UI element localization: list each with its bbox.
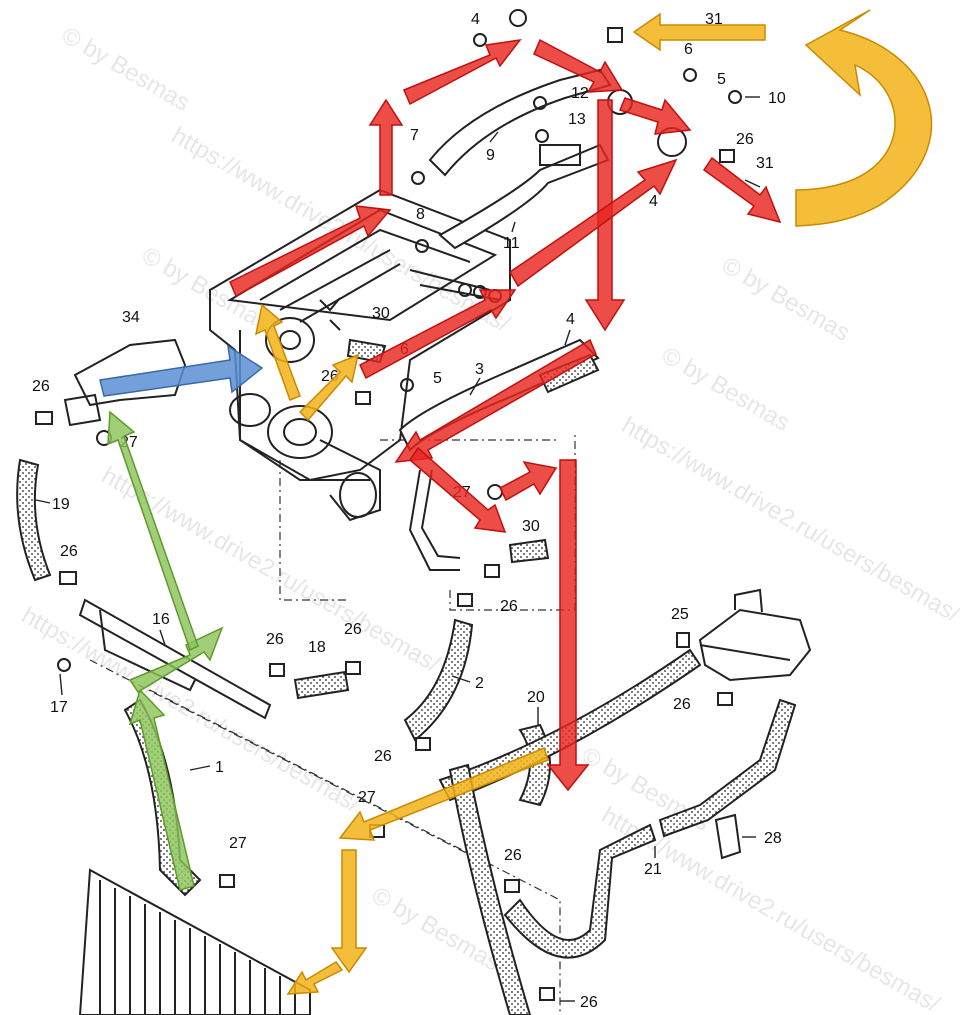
label-part-26: 26: [673, 696, 691, 713]
red-arrow-engine-right: [359, 289, 517, 380]
label-part-26: 26: [60, 543, 78, 560]
label-part-4: 4: [566, 311, 575, 328]
red-arrow-pipe-3: [394, 338, 597, 463]
yellow-arrow-lower-long: [338, 747, 549, 841]
watermark-url: https://www.drive2.ru/users/besmas/: [617, 412, 960, 628]
red-arrow-across-top: [533, 38, 624, 93]
label-part-2: 2: [475, 675, 484, 692]
label-part-1: 1: [215, 759, 224, 776]
label-part-26: 26: [374, 748, 392, 765]
red-arrow-to-4: [509, 158, 678, 288]
label-part-26: 26: [504, 847, 522, 864]
red-arrow-up: [368, 98, 404, 196]
label-part-3: 3: [475, 361, 484, 378]
green-arrow-up-to-34: [107, 410, 199, 652]
label-part-5: 5: [717, 71, 726, 88]
label-part-30: 30: [372, 305, 390, 322]
engine-block: [209, 188, 511, 522]
part-number-labels: 1 2 3 4 4 4 5 5 6 6 7 8 9 10 11 12 13 16…: [32, 11, 786, 1011]
label-leaders: [35, 96, 761, 1002]
red-arrow-to-flange: [618, 97, 692, 135]
label-part-27: 27: [358, 789, 376, 806]
label-part-17: 17: [50, 699, 68, 716]
flow-arrows-red: [229, 38, 782, 792]
flow-arrows-blue: [99, 344, 264, 397]
label-part-4: 4: [649, 193, 658, 210]
label-part-10: 10: [768, 90, 786, 107]
label-part-26: 26: [580, 994, 598, 1011]
label-part-31: 31: [705, 11, 723, 28]
green-arrow-pipe: [128, 626, 224, 694]
label-part-28: 28: [764, 830, 782, 847]
label-part-25: 25: [671, 606, 689, 623]
red-arrow-down-20: [546, 459, 590, 792]
green-arrow-radiator-up: [128, 688, 195, 891]
yellow-arrow-top: [632, 12, 766, 52]
label-part-26: 26: [736, 131, 754, 148]
yellow-arrow-down: [330, 849, 368, 974]
watermark-copyright: © by Besmas: [657, 342, 794, 437]
label-part-20: 20: [527, 689, 545, 706]
label-part-6: 6: [684, 41, 693, 58]
label-part-19: 19: [52, 496, 70, 513]
label-part-27: 27: [229, 835, 247, 852]
label-part-26: 26: [32, 378, 50, 395]
red-arrow-to-top: [403, 38, 522, 106]
metal-pipe-16: [78, 598, 272, 720]
label-part-12: 12: [571, 85, 589, 102]
label-part-34: 34: [122, 309, 140, 326]
label-part-18: 18: [308, 639, 326, 656]
red-arrow-hose-up: [499, 460, 558, 502]
watermark-copyright: © by Besmas: [57, 22, 194, 117]
label-part-8: 8: [416, 206, 425, 223]
label-part-11: 11: [503, 235, 520, 252]
red-arrow-pipe-down: [409, 446, 507, 533]
expansion-tank: [698, 588, 812, 682]
label-part-30: 30: [522, 518, 540, 535]
upper-coolant-pipes: [428, 68, 612, 250]
yellow-curved-arrow: [795, 9, 933, 227]
label-part-31: 31: [756, 155, 774, 172]
label-part-26: 26: [344, 621, 362, 638]
label-part-26: 26: [500, 598, 518, 615]
label-part-26: 26: [266, 631, 284, 648]
red-arrow-head-outlet: [229, 205, 392, 298]
flow-arrows-green: [107, 410, 224, 891]
watermark-copyright: © by Besmas: [137, 242, 274, 337]
label-part-9: 9: [486, 147, 495, 164]
label-part-16: 16: [152, 611, 170, 628]
blue-arrow-to-engine: [99, 344, 264, 397]
label-part-7: 7: [410, 127, 419, 144]
yellow-arrow-pulley: [254, 303, 301, 401]
flow-arrows-yellow: [254, 9, 933, 995]
label-part-5: 5: [433, 370, 442, 387]
red-arrow-to-31: [702, 156, 782, 224]
yellow-arrow-to-radiator: [286, 961, 344, 995]
watermark-copyright: © by Besmas: [717, 252, 854, 347]
label-part-4: 4: [471, 11, 480, 28]
yellow-arrow-engine: [298, 353, 360, 422]
label-part-21: 21: [644, 861, 662, 878]
radiator: [78, 868, 311, 1015]
label-part-13: 13: [568, 111, 586, 128]
